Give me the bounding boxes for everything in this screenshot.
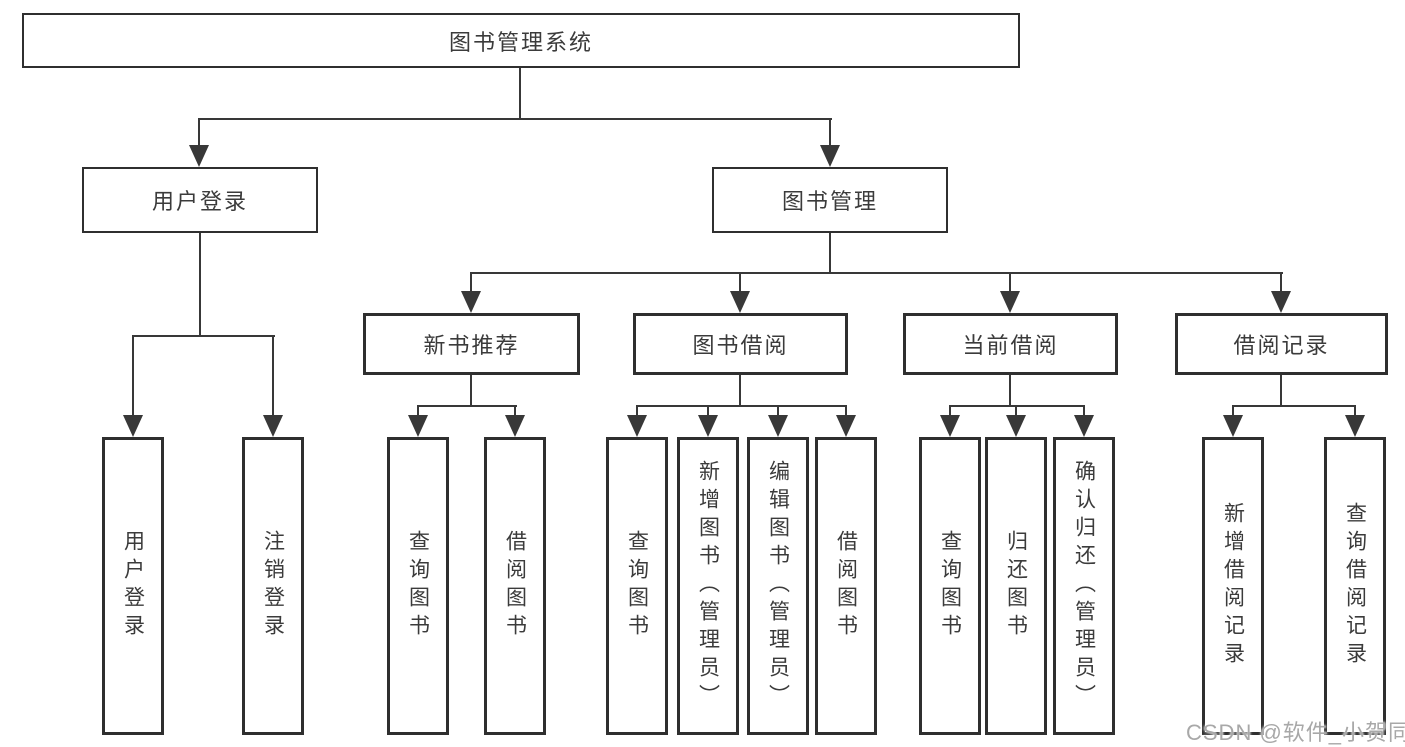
leaf-label: 新增图书（管理员）: [696, 460, 720, 712]
arrowhead-leaf: [627, 415, 647, 437]
arrowhead-borrow-records: [1271, 291, 1291, 313]
arrowhead-leaf: [408, 415, 428, 437]
node-borrow-records: 借阅记录: [1175, 313, 1388, 375]
connector-to-book-management: [829, 118, 831, 147]
leaf-logout: 注销登录: [242, 437, 304, 735]
connector-to-leaf: [1232, 405, 1234, 417]
node-label: 借阅记录: [1233, 333, 1330, 358]
leaf-query-books-current: 查询图书: [919, 437, 981, 735]
arrowhead-leaf: [1223, 415, 1243, 437]
node-new-book-recommend: 新书推荐: [363, 313, 580, 375]
arrowhead-book-borrow: [730, 291, 750, 313]
connector-to-leaf: [1354, 405, 1356, 417]
connector-to-user-login: [198, 118, 200, 147]
arrowhead-current-borrow: [1000, 291, 1020, 313]
node-library-management-system: 图书管理系统: [22, 13, 1020, 68]
arrowhead-user-login: [189, 145, 209, 167]
connector-book-borrow-split: [636, 405, 847, 407]
node-current-borrow: 当前借阅: [903, 313, 1118, 375]
leaf-label: 查询借阅记录: [1343, 502, 1367, 670]
arrowhead-leaf: [768, 415, 788, 437]
leaf-query-books-recommend: 查询图书: [387, 437, 449, 735]
connector-to-leaf: [777, 405, 779, 417]
leaf-label: 借阅图书: [834, 530, 858, 642]
leaf-label: 查询图书: [938, 530, 962, 642]
connector-to-leaf: [417, 405, 419, 417]
arrowhead-leaf: [1006, 415, 1026, 437]
connector-to-borrow-records: [1280, 272, 1282, 293]
leaf-add-borrow-record: 新增借阅记录: [1202, 437, 1264, 735]
leaf-label: 注销登录: [261, 530, 285, 642]
connector-borrow-records-split: [1232, 405, 1356, 407]
connector-user-login-split: [132, 335, 275, 337]
leaf-query-borrow-record: 查询借阅记录: [1324, 437, 1386, 735]
connector-to-book-borrow: [739, 272, 741, 293]
connector-to-leaf: [949, 405, 951, 417]
connector-to-leaf: [1083, 405, 1085, 417]
leaf-confirm-return-admin: 确认归还（管理员）: [1053, 437, 1115, 735]
node-user-login: 用户登录: [82, 167, 318, 233]
arrowhead-leaf: [1074, 415, 1094, 437]
connector-borrow-records-stem: [1280, 375, 1282, 407]
node-label: 图书借阅: [692, 333, 789, 358]
node-label: 用户登录: [151, 189, 248, 214]
connector-to-leaf: [514, 405, 516, 417]
leaf-label: 查询图书: [625, 530, 649, 642]
leaf-label: 新增借阅记录: [1221, 502, 1245, 670]
connector-to-current-borrow: [1009, 272, 1011, 293]
arrowhead-leaf: [698, 415, 718, 437]
node-label: 新书推荐: [423, 333, 520, 358]
connector-book-management-split: [470, 272, 1283, 274]
connector-book-management-stem: [829, 233, 831, 274]
leaf-label: 借阅图书: [503, 530, 527, 642]
node-label: 图书管理: [781, 189, 878, 214]
node-book-management: 图书管理: [712, 167, 948, 233]
node-book-borrow: 图书借阅: [633, 313, 848, 375]
arrowhead-leaf: [940, 415, 960, 437]
node-label: 当前借阅: [962, 333, 1059, 358]
leaf-label: 查询图书: [406, 530, 430, 642]
leaf-user-login: 用户登录: [102, 437, 164, 735]
connector-current-borrow-stem: [1009, 375, 1011, 407]
connector-to-leaf-user-login: [132, 335, 134, 417]
arrowhead-leaf: [1345, 415, 1365, 437]
connector-to-leaf: [1015, 405, 1017, 417]
connector-to-leaf-logout: [272, 335, 274, 417]
arrowhead-book-management: [820, 145, 840, 167]
connector-root-stem: [519, 68, 521, 119]
connector-to-leaf: [707, 405, 709, 417]
leaf-add-book-admin: 新增图书（管理员）: [677, 437, 739, 735]
arrowhead-leaf-user-login: [123, 415, 143, 437]
leaf-borrow-books: 借阅图书: [815, 437, 877, 735]
arrowhead-new-book: [461, 291, 481, 313]
leaf-label: 用户登录: [121, 530, 145, 642]
leaf-query-books-borrow: 查询图书: [606, 437, 668, 735]
connector-to-leaf: [636, 405, 638, 417]
leaf-label: 确认归还（管理员）: [1072, 460, 1096, 712]
leaf-borrow-books-recommend: 借阅图书: [484, 437, 546, 735]
connector-current-borrow-split: [949, 405, 1085, 407]
connector-to-new-book: [470, 272, 472, 293]
connector-to-leaf: [845, 405, 847, 417]
connector-user-login-stem: [199, 233, 201, 337]
arrowhead-leaf: [505, 415, 525, 437]
leaf-edit-book-admin: 编辑图书（管理员）: [747, 437, 809, 735]
arrowhead-leaf: [836, 415, 856, 437]
node-label: 图书管理系统: [448, 29, 593, 55]
arrowhead-leaf-logout: [263, 415, 283, 437]
leaf-label: 编辑图书（管理员）: [766, 460, 790, 712]
connector-book-borrow-stem: [739, 375, 741, 407]
leaf-return-book: 归还图书: [985, 437, 1047, 735]
connector-root-split: [198, 118, 832, 120]
csdn-watermark: CSDN @软件_小贺同学: [1186, 720, 1405, 745]
leaf-label: 归还图书: [1004, 530, 1028, 642]
connector-new-book-split: [417, 405, 517, 407]
connector-new-book-stem: [470, 375, 472, 407]
